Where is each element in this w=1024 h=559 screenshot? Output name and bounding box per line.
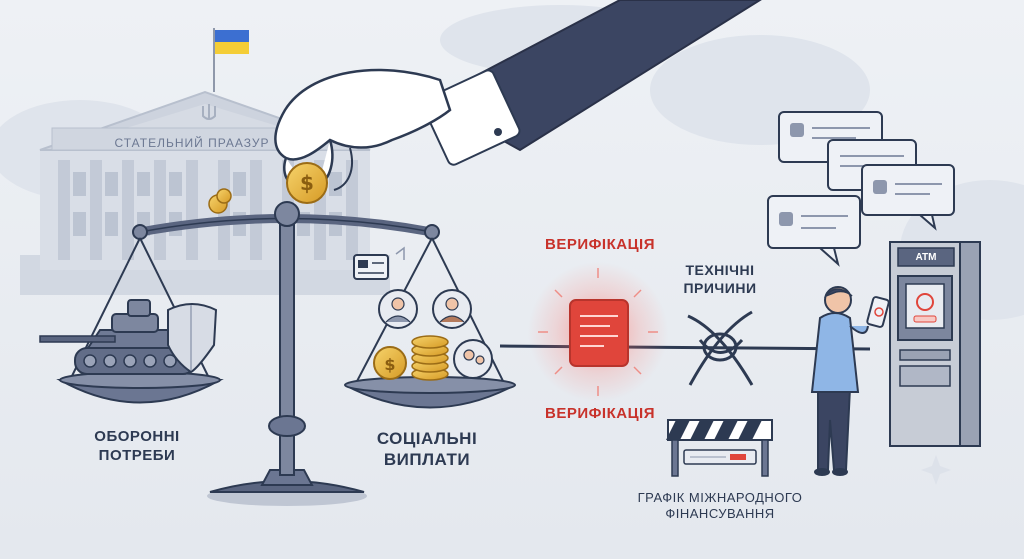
defense-needs-line-2: ПОТРЕБИ — [98, 446, 176, 464]
verification-document-icon — [528, 262, 668, 402]
chat-bubble — [861, 164, 955, 231]
defense-needs-label: ОБОРОННІ ПОТРЕБИ — [72, 428, 202, 466]
road-barrier-icon — [666, 419, 773, 477]
building-sign: СТАТЕЛЬНИЙ ПРААЗУР — [114, 136, 270, 150]
svg-text:$: $ — [300, 171, 314, 195]
social-payments-label: СОЦІАЛЬНІ ВИПЛАТИ — [362, 428, 492, 471]
funding-schedule-label: ГРАФІК МІЖНАРОДНОГО ФІНАНСУВАННЯ — [630, 490, 810, 523]
people-avatars — [378, 289, 493, 379]
hand-with-coin: $ — [274, 0, 762, 204]
coin-icon — [286, 162, 328, 204]
chat-bubble — [767, 195, 861, 267]
funding-schedule-line-2: ФІНАНСУВАННЯ — [665, 506, 775, 522]
verification-label-bottom: ВЕРИФІКАЦІЯ — [545, 405, 655, 422]
atm-machine-icon — [889, 241, 981, 447]
defense-needs-line-1: ОБОРОННІ — [94, 428, 180, 445]
atm-label: ATM — [915, 252, 937, 263]
technical-reasons-line-2: ПРИЧИНИ — [683, 279, 757, 296]
chat-bubbles — [767, 111, 955, 267]
tank-icon — [39, 299, 196, 375]
tangled-knot-icon — [687, 310, 754, 386]
social-payments-line-2: ВИПЛАТИ — [383, 450, 471, 470]
social-payments-line-1: СОЦІАЛЬНІ — [376, 429, 478, 448]
person-with-phone — [810, 286, 890, 476]
svg-text:$: $ — [384, 355, 395, 374]
shield-icon — [167, 303, 218, 374]
technical-reasons-line-1: ТЕХНІЧНІ — [685, 262, 755, 278]
sparkle-icon — [921, 455, 951, 485]
coin-stack-icon: $ — [373, 335, 449, 381]
flag-yellow — [215, 42, 249, 54]
technical-reasons-label: ТЕХНІЧНІ ПРИЧИНИ — [670, 262, 770, 297]
payment-card-icon — [353, 246, 405, 280]
flag-blue — [215, 30, 249, 42]
phone-icon — [866, 296, 890, 328]
small-coins-icon — [208, 188, 232, 214]
family-icon — [453, 339, 493, 379]
funding-schedule-line-1: ГРАФІК МІЖНАРОДНОГО — [637, 490, 803, 505]
verification-label-top: ВЕРИФІКАЦІЯ — [545, 236, 655, 253]
